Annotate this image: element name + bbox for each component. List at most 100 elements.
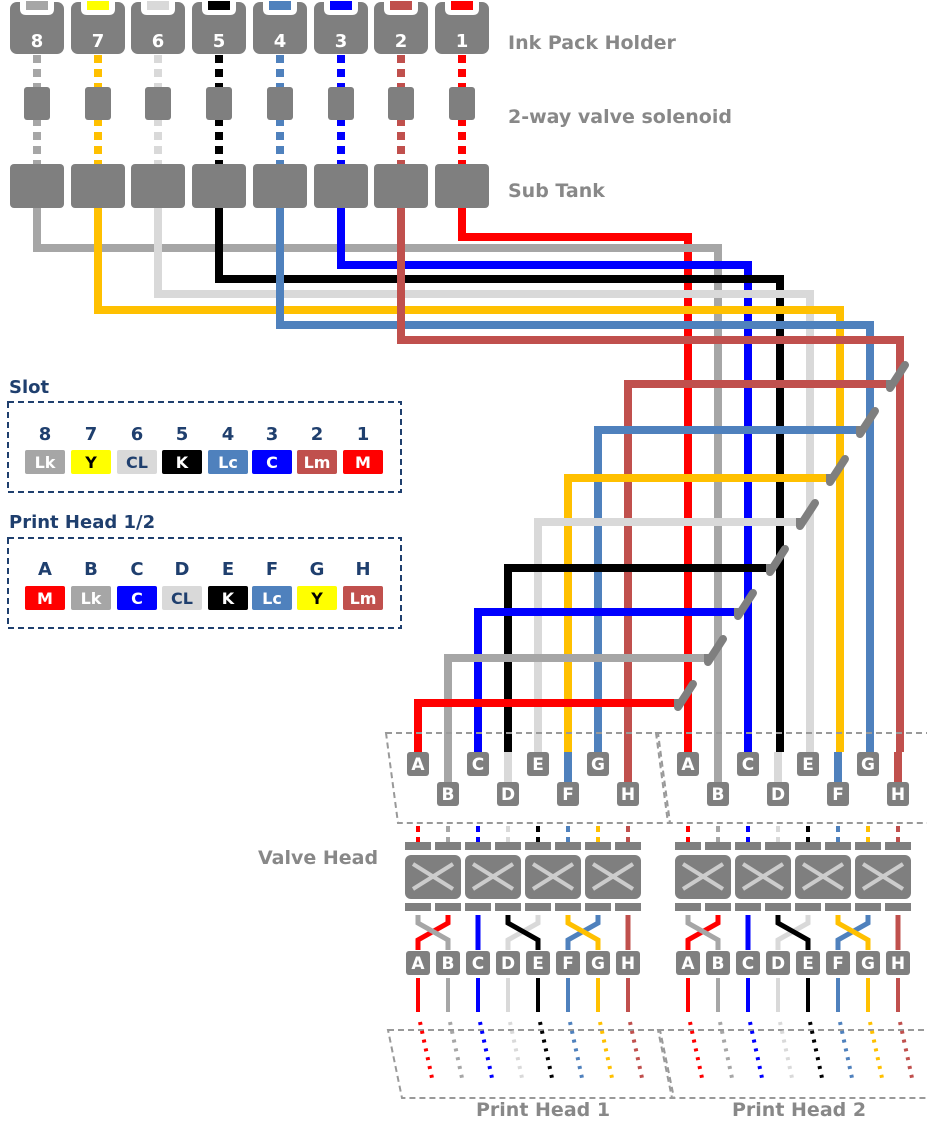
inlet-badge	[827, 782, 849, 806]
spacer121	[388, 1081, 674, 1097]
valve-seat-bottom	[885, 903, 911, 911]
inlet-badge	[527, 752, 549, 776]
outlet-badge	[826, 951, 850, 975]
valve-seat-top	[615, 842, 641, 850]
spacer109	[658, 1081, 927, 1098]
inlet-badge	[887, 782, 909, 806]
spacer78	[660, 1082, 927, 1098]
valve-head-cross	[861, 862, 905, 891]
spacer93	[388, 1082, 674, 1098]
inlet-badge	[857, 752, 879, 776]
valve-seat-top	[885, 842, 911, 850]
spacer148	[656, 1083, 927, 1099]
spacer15	[388, 1082, 678, 1098]
slot-ink-label: K	[176, 453, 189, 472]
spacer23	[388, 1082, 678, 1098]
spacer14	[388, 1082, 678, 1098]
spacer128	[390, 1083, 677, 1098]
print-head-1-label: Print Head 1	[476, 1099, 610, 1121]
slot-ink-badge	[25, 450, 65, 474]
slot-number: 7	[85, 424, 98, 445]
slot-ink-label: Lk	[35, 453, 56, 472]
spacer64	[386, 1081, 675, 1097]
outlet-badge	[586, 951, 610, 975]
valve-output-tube	[775, 915, 811, 950]
branch-joint	[796, 499, 819, 530]
spacer99	[658, 1082, 927, 1098]
head-ink-badge	[117, 586, 157, 610]
spacer94	[658, 1082, 927, 1098]
inlet-badge	[617, 782, 639, 806]
nozzle-dots	[808, 1021, 824, 1079]
spacer93	[658, 1082, 927, 1098]
spacer22	[388, 1082, 678, 1098]
spacer144	[388, 1081, 675, 1098]
spacer129	[660, 1082, 927, 1098]
inlet-badge	[437, 782, 459, 806]
spacer68	[656, 1081, 927, 1097]
tube-Lm-head1	[624, 380, 890, 752]
spacer128	[660, 1083, 927, 1098]
head-ink-label: Lk	[81, 589, 102, 608]
spacer55	[658, 1080, 927, 1097]
head-ink-label: Y	[310, 589, 323, 608]
holder-slot-number: 6	[152, 31, 165, 52]
spacer80	[388, 1082, 678, 1098]
valve-seat-bottom	[585, 903, 611, 911]
spacer152	[658, 1082, 927, 1098]
spacer132	[658, 1081, 927, 1098]
two-way-valve	[328, 87, 354, 120]
valve-head-block	[405, 855, 461, 899]
head-ink-badge	[162, 586, 202, 610]
spacer153	[660, 1082, 927, 1098]
spacer4	[388, 1082, 676, 1098]
spacer139	[658, 1081, 927, 1097]
spacer155	[658, 1082, 927, 1098]
holder-slot-ink-tab	[451, 1, 473, 10]
spacer75	[386, 1081, 675, 1097]
sub-tank	[374, 164, 428, 208]
spacer25	[658, 1082, 927, 1098]
spacer98	[388, 1082, 674, 1098]
spacer121	[658, 1081, 927, 1097]
inlet-letter: B	[712, 785, 725, 805]
spacer7	[392, 1082, 676, 1099]
spacer158	[388, 1082, 674, 1098]
outlet-letter: D	[771, 954, 785, 974]
sub-tank	[131, 164, 185, 208]
nozzle-dots	[718, 1021, 734, 1079]
spacer69	[656, 1081, 927, 1097]
branch-joint	[734, 589, 757, 620]
valve-head-cross	[741, 862, 785, 891]
spacer9	[388, 1082, 674, 1098]
tube-K-head2	[215, 208, 784, 752]
outlet-letter: B	[442, 954, 455, 974]
spacer57	[658, 1080, 927, 1097]
spacer74	[656, 1081, 927, 1097]
spacer157	[658, 1082, 927, 1098]
spacer19	[658, 1082, 927, 1098]
inlet-badge	[797, 752, 819, 776]
spacer57	[388, 1080, 674, 1097]
spacer157	[388, 1082, 674, 1098]
branch-joint	[826, 455, 849, 486]
inlet-letter: C	[742, 755, 754, 775]
spacer148	[386, 1083, 672, 1099]
nozzle-dots	[448, 1021, 464, 1079]
spacer153	[390, 1082, 674, 1098]
spacer73	[386, 1081, 675, 1097]
print-head-2-label: Print Head 2	[732, 1099, 866, 1121]
spacer72	[656, 1081, 927, 1097]
spacer3	[388, 1083, 670, 1097]
outlet-badge	[616, 951, 640, 975]
spacer97	[388, 1082, 674, 1098]
spacer100	[658, 1082, 927, 1098]
head-ink-label: K	[222, 589, 235, 608]
valve-head-block	[795, 855, 851, 899]
spacer71	[386, 1081, 675, 1097]
outlet-letter: F	[832, 954, 844, 974]
inlet-letter: F	[832, 785, 844, 805]
spacer117	[658, 1081, 927, 1098]
